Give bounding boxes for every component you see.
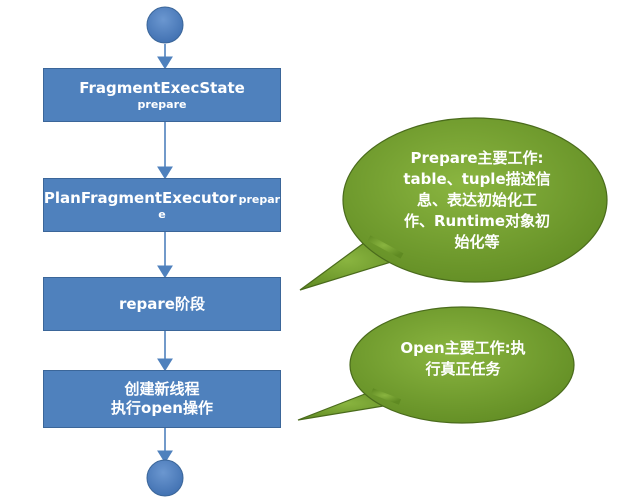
callout-line: Open主要工作:执 — [400, 339, 526, 357]
process-box-prepare-stage: repare阶段 — [43, 277, 281, 331]
callout-prepare-text: Prepare主要工作: table、tuple描述信 息、表达初始化工 作、R… — [382, 148, 572, 253]
process-box-create-thread: 创建新线程 执行open操作 — [43, 370, 281, 428]
callout-line: 作、Runtime对象初 — [403, 212, 551, 230]
process-box-subtitle: e — [158, 208, 166, 222]
process-box-title: PlanFragmentExecutor — [43, 189, 237, 208]
callout-open — [297, 306, 575, 424]
callout-line: 息、表达初始化工 — [416, 191, 537, 209]
process-box-title: FragmentExecState — [79, 78, 245, 97]
process-box-title-suffix: prepar — [238, 193, 281, 207]
process-box-title: 创建新线程 — [124, 380, 200, 399]
start-node — [146, 6, 184, 44]
end-node — [146, 459, 184, 497]
callout-line: Prepare主要工作: — [410, 149, 544, 167]
callout-open-text: Open主要工作:执 行真正任务 — [368, 338, 558, 380]
callout-line: 始化等 — [454, 233, 500, 251]
process-box-title: repare阶段 — [118, 294, 205, 313]
callout-line: 行真正任务 — [425, 360, 501, 378]
process-box-subtitle: prepare — [137, 97, 187, 111]
process-box-subtitle: 执行open操作 — [111, 399, 213, 417]
callout-line: table、tuple描述信 — [403, 170, 551, 188]
process-box-fragment-exec-state: FragmentExecState prepare — [43, 68, 281, 122]
callout-prepare — [299, 117, 608, 291]
